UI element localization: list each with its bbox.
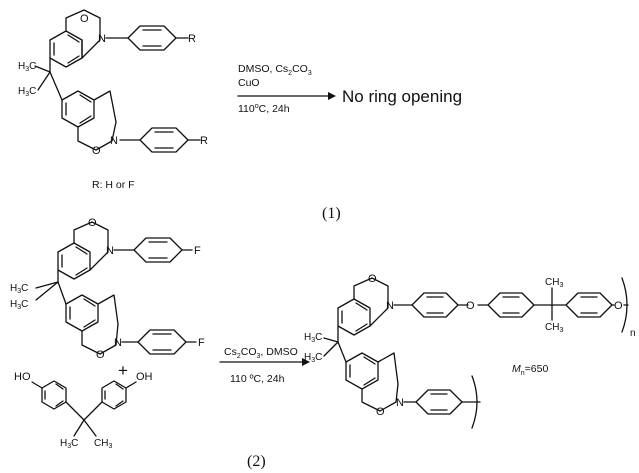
scheme1-conditions-catalyst: CuO xyxy=(238,77,260,89)
fluoro-substituent: F xyxy=(194,245,201,257)
scheme2-reaction-arrow: Cs2CO3, DMSO 110 ºC, 24h xyxy=(219,346,310,385)
atom-o: O xyxy=(376,406,385,418)
atom-o: O xyxy=(80,13,89,25)
scheme1-conditions-temperature-time: 110oC, 24h xyxy=(238,103,290,115)
atom-n: N xyxy=(106,245,114,257)
scheme1-reactant: O N R O N R H3C H3C xyxy=(18,9,208,157)
scheme2-label: (2) xyxy=(247,453,266,470)
scheme1-reaction-arrow: DMSO, Cs2CO3 CuO 110oC, 24h No ring open… xyxy=(237,63,462,115)
atom-n: N xyxy=(110,135,118,147)
ether-oxygen: O xyxy=(466,300,475,312)
scheme1-r-definition: R: H or F xyxy=(92,179,135,191)
scheme1-result-text: No ring opening xyxy=(342,87,462,106)
plus-sign: + xyxy=(118,361,128,380)
bisphenol-a-reactant: HO OH H3C CH3 xyxy=(14,371,153,450)
atom-o: O xyxy=(96,349,105,361)
substituent-r: R xyxy=(188,33,196,45)
ether-oxygen: O xyxy=(614,300,623,312)
atom-o: O xyxy=(368,273,377,285)
hydroxyl-label: OH xyxy=(136,371,153,383)
scheme2-conditions-base-solvent: Cs2CO3, DMSO xyxy=(224,346,298,360)
scheme2-bis-benzoxazine-reactant: O N F O N F H3C H3C xyxy=(10,217,205,361)
atom-o: O xyxy=(92,145,101,157)
fluoro-substituent: F xyxy=(198,337,205,349)
methyl-label: H3C xyxy=(10,283,28,295)
methyl-label: H3C xyxy=(10,299,28,311)
methyl-label: CH3 xyxy=(545,277,563,289)
scheme2-conditions-temperature-time: 110 ºC, 24h xyxy=(230,373,285,385)
methyl-label: H3C xyxy=(60,438,78,450)
scheme1-conditions-solvent-base: DMSO, Cs2CO3 xyxy=(238,63,312,77)
hydroxyl-label: HO xyxy=(14,371,31,383)
scheme1-label: (1) xyxy=(322,205,341,222)
methyl-label: H3C xyxy=(304,332,322,344)
methyl-label: H3C xyxy=(18,61,36,73)
atom-n: N xyxy=(114,337,122,349)
scheme2-polymer-product: O N O O O N CH3 CH3 H3C H3C n Mn=650 xyxy=(304,273,636,429)
methyl-label: CH3 xyxy=(94,438,112,450)
methyl-label: CH3 xyxy=(545,322,563,334)
atom-o: O xyxy=(88,217,97,229)
atom-n: N xyxy=(98,33,106,45)
methyl-label: H3C xyxy=(304,352,322,364)
substituent-r: R xyxy=(200,135,208,147)
molecular-weight-label: Mn=650 xyxy=(512,363,548,377)
atom-n: N xyxy=(396,397,404,409)
repeat-unit-n: n xyxy=(630,328,636,339)
methyl-label: H3C xyxy=(18,86,36,98)
atom-n: N xyxy=(386,300,394,312)
